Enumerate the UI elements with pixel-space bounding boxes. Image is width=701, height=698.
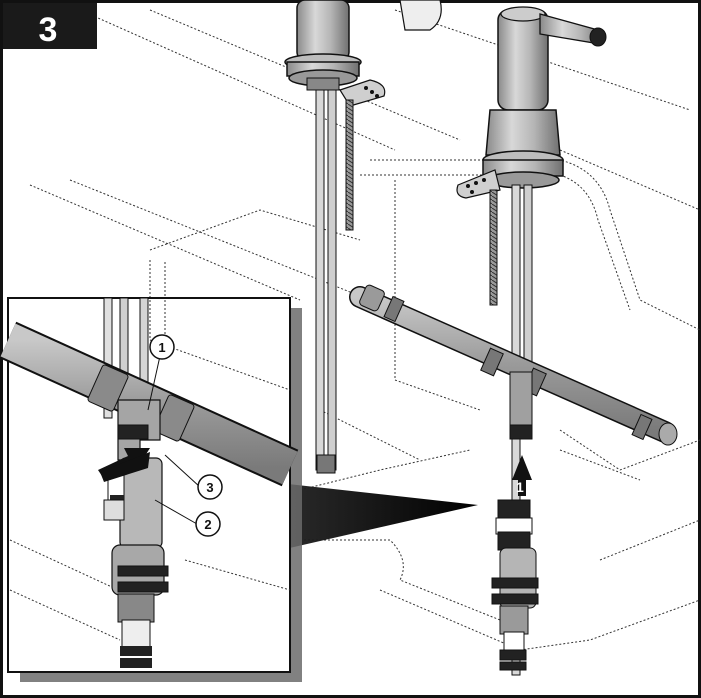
right-valve-assembly (491, 499, 539, 671)
faucet-top (399, 0, 442, 31)
callout-1-label: 1 (158, 340, 165, 355)
step-number: 3 (39, 11, 58, 49)
callout-3: 3 (197, 474, 223, 500)
callout-3-label: 3 (206, 480, 213, 495)
zoom-pointer (270, 482, 478, 552)
right-hose (349, 284, 678, 446)
step-badge: 3 (3, 3, 97, 49)
callout-2: 2 (195, 511, 221, 537)
insert-arrow-right: 1 (512, 455, 532, 496)
callout-1: 1 (149, 334, 175, 360)
detail-inset: 1 3 2 (0, 297, 302, 682)
left-faucet (284, 0, 386, 474)
callout-2-label: 2 (204, 517, 211, 532)
arrow-label: 1 (516, 479, 524, 495)
